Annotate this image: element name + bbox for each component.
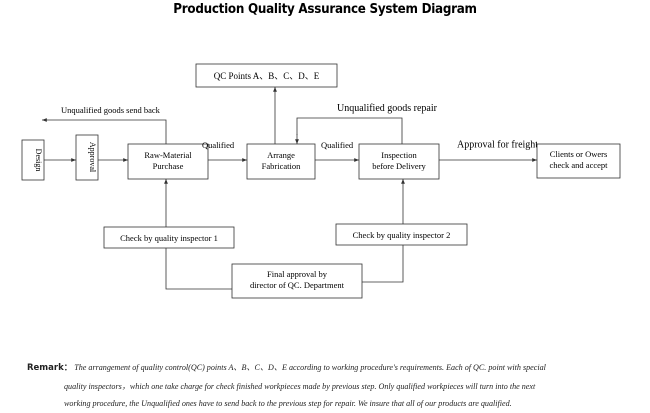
edge-label-qualified-1: Qualified	[202, 140, 235, 150]
node-raw-material-label-2: Purchase	[153, 161, 184, 171]
node-inspector-1-label: Check by quality inspector 1	[120, 233, 218, 243]
edge-label-qualified-2: Qualified	[321, 140, 354, 150]
node-arrange-fabrication	[246, 143, 316, 180]
node-inspection-label-2: before Delivery	[372, 161, 426, 171]
edge-label-unqualified-send-back: Unqualified goods send back	[61, 105, 161, 115]
remark-label: Remark：	[27, 363, 73, 373]
node-quality-inspector-2	[335, 223, 468, 246]
edge-inspector-2-to-final-approval	[362, 245, 404, 283]
node-final-approval-label-2: director of QC. Department	[250, 280, 345, 290]
node-quality-inspector-1	[103, 226, 235, 249]
node-approval	[75, 134, 99, 181]
edge-unqualified-send-back	[42, 118, 167, 144]
remark-line-1: The arrangement of quality control(QC) p…	[74, 363, 546, 372]
node-inspection-before-delivery	[358, 143, 440, 180]
remark-line-2: quality inspectors，which one take charge…	[64, 381, 536, 391]
node-inspector-2-label: Check by quality inspector 2	[353, 230, 451, 240]
edge-label-unqualified-repair: Unqualified goods repair	[337, 103, 438, 114]
node-qc-points	[195, 63, 338, 88]
node-design-label: Design	[34, 149, 43, 172]
remark-line-3: working procedure, the Unqualified ones …	[64, 399, 512, 408]
node-arrange-label-1: Arrange	[267, 150, 295, 160]
remark-block: Remark：The arrangement of quality contro…	[27, 359, 639, 413]
node-qc-points-label: QC Points A、B、C、D、E	[214, 71, 320, 81]
node-final-approval-label-1: Final approval by	[267, 269, 328, 279]
node-final-approval	[231, 263, 363, 299]
node-approval-label: Approval	[88, 142, 97, 173]
node-raw-material-purchase	[127, 143, 209, 180]
node-clients-label-1: Clients or Owers	[550, 149, 608, 159]
edge-inspector-1-to-final-approval	[165, 248, 232, 290]
edge-label-approval-freight: Approval for freight	[457, 140, 538, 151]
node-raw-material-label-1: Raw-Material	[144, 150, 192, 160]
flow-diagram: QC Points A、B、C、D、E Design Approval Raw-…	[21, 63, 621, 299]
node-clients-label-2: check and accept	[549, 160, 608, 170]
edge-unqualified-repair	[296, 117, 403, 144]
diagram-title: Production Quality Assurance System Diag…	[173, 2, 477, 17]
node-clients-check-accept	[536, 143, 621, 179]
node-arrange-label-2: Fabrication	[262, 161, 301, 171]
node-inspection-label-1: Inspection	[381, 150, 417, 160]
